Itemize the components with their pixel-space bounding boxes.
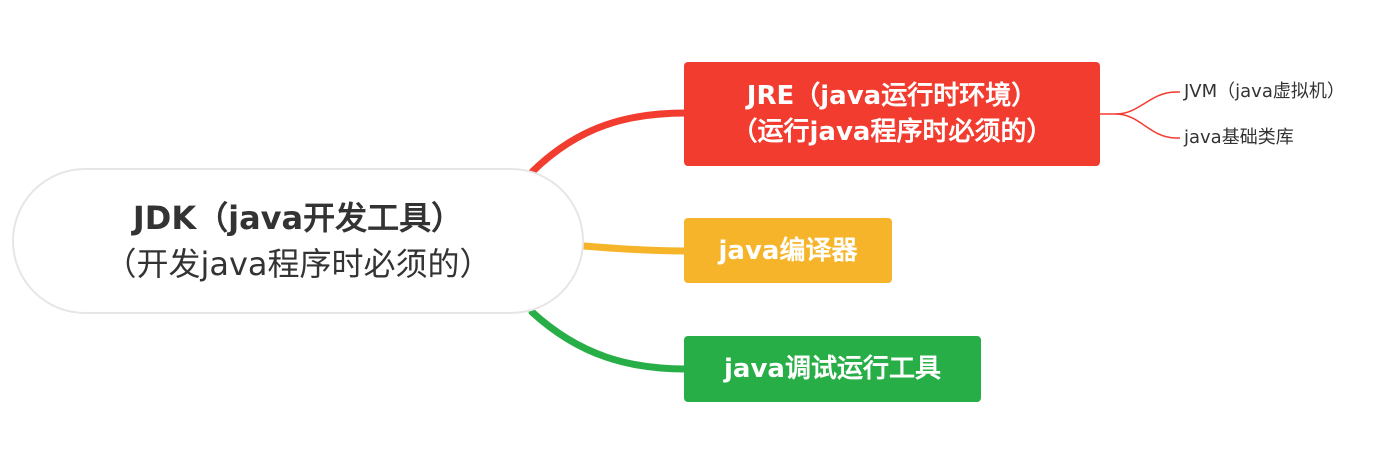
node-jre[interactable]: JRE（java运行时环境） （运行java程序时必须的） xyxy=(684,62,1100,166)
connector-jvm xyxy=(1115,91,1180,115)
connector-jre xyxy=(528,109,690,176)
connector-debug xyxy=(528,308,690,373)
compiler-label: java编译器 xyxy=(718,235,858,266)
root-title: JDK（java开发工具） xyxy=(132,199,464,237)
leaf-jvm[interactable]: JVM（java虚拟机） xyxy=(1184,81,1345,102)
jre-subtitle: （运行java程序时必须的） xyxy=(731,117,1053,147)
node-java-debug-tools[interactable]: java调试运行工具 xyxy=(684,336,981,402)
node-java-compiler[interactable]: java编译器 xyxy=(684,218,892,283)
connector-compiler xyxy=(580,242,690,255)
debug-label: java调试运行工具 xyxy=(724,354,941,384)
leaf-java-class-library[interactable]: java基础类库 xyxy=(1184,127,1294,148)
connector-classlib xyxy=(1115,113,1180,139)
root-subtitle: （开发java程序时必须的） xyxy=(104,245,492,283)
root-node-jdk[interactable]: JDK（java开发工具） （开发java程序时必须的） xyxy=(12,168,584,314)
jre-title: JRE（java运行时环境） xyxy=(746,81,1038,111)
